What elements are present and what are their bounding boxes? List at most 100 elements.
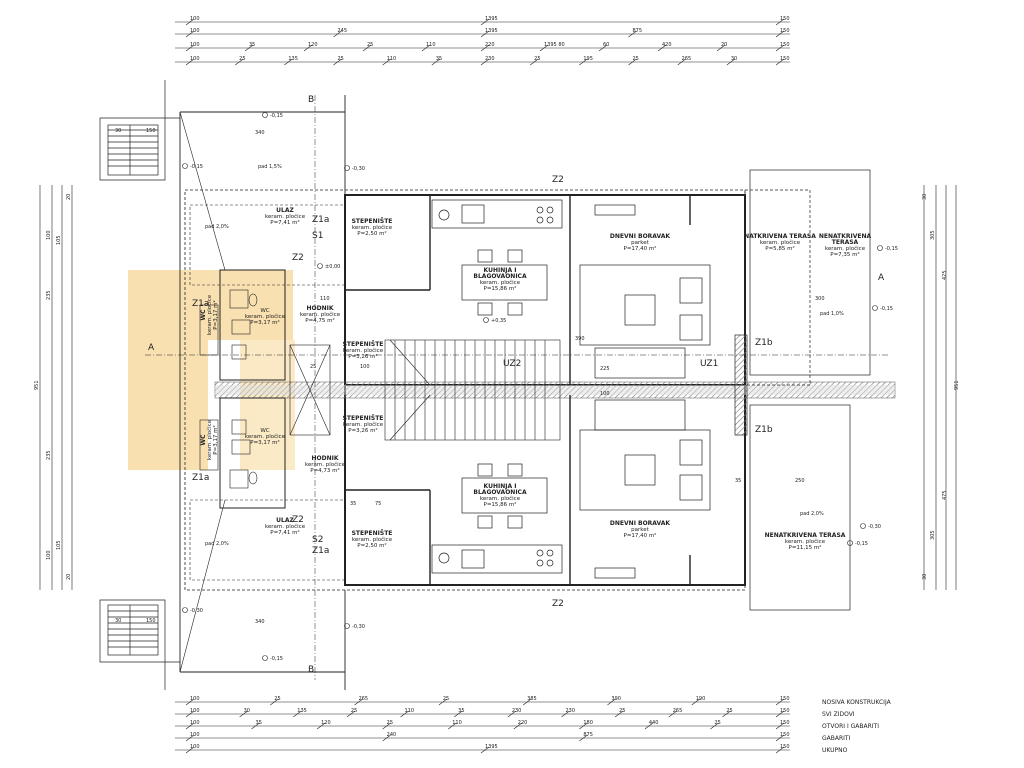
- dim-label: 150: [780, 16, 790, 22]
- dim-label: 390: [611, 696, 621, 702]
- dim-label: 305: [930, 530, 936, 540]
- dim-label: 30: [922, 194, 928, 200]
- left-dimension-labels: 951 100 235 235 100 105 105 20 20: [34, 194, 72, 580]
- dim-tick: [185, 18, 195, 26]
- room-label: keram. pločice: [300, 311, 341, 318]
- dim-label: 35: [436, 56, 442, 62]
- dim-tick: [185, 722, 195, 730]
- room-label: NENATKRIVENA TERASA: [765, 532, 846, 539]
- room-label: STEPENIŠTE: [343, 341, 384, 348]
- dim-label: 1395: [485, 28, 498, 34]
- dim-tick: [507, 710, 516, 718]
- dim-tick: [185, 746, 195, 754]
- dim-tick: [185, 734, 195, 742]
- dim-tick: [431, 58, 441, 66]
- dim-tick: [775, 18, 785, 26]
- room-label: BLAGOVAONICA: [473, 273, 527, 280]
- room-label: P=15,86 m²: [484, 501, 517, 508]
- room-label: P=17,40 m²: [624, 245, 657, 252]
- dim-tick: [668, 710, 677, 718]
- dim-label: 120: [321, 720, 331, 726]
- dim-label: 25: [367, 42, 373, 48]
- dim-label: 305: [930, 230, 936, 240]
- dim-label: 190: [696, 696, 706, 702]
- interior-walls: [345, 195, 691, 585]
- level-marker-icon: [262, 112, 268, 118]
- dim-label: 951: [34, 380, 40, 390]
- room-label: P=3,26 m²: [348, 353, 377, 360]
- dim-tick: [710, 722, 719, 730]
- level-mark: -0,15: [190, 164, 203, 170]
- dim-tick: [354, 698, 363, 706]
- dim-label: 20: [66, 194, 72, 200]
- dim-tick: [775, 30, 785, 38]
- dim-tick: [775, 44, 785, 52]
- dim-tick: [362, 44, 372, 52]
- dim-label: 75: [375, 501, 381, 507]
- section-tag: Z2: [292, 253, 304, 263]
- dim-label: 150: [780, 708, 790, 714]
- slope-label: pad 1,5%: [258, 164, 282, 170]
- room-label: WC: [260, 428, 269, 434]
- room-label: P=17,40 m²: [624, 532, 657, 539]
- section-tag: Z2: [552, 175, 564, 185]
- section-tag: Z2: [292, 515, 304, 525]
- dim-tick: [522, 698, 532, 706]
- dim-label: 245: [338, 28, 348, 34]
- dim-tick: [657, 44, 667, 52]
- room-label: keram. pločice: [265, 213, 306, 220]
- dim-label: 105: [56, 235, 62, 245]
- level-mark: -0,15: [885, 246, 898, 252]
- room-label: P=2,50 m²: [357, 230, 386, 237]
- dim-tick: [716, 44, 726, 52]
- level-marker-icon: [860, 523, 866, 529]
- room-label: keram. pločice: [206, 294, 213, 335]
- dim-tick: [185, 30, 195, 38]
- dim-label: 100: [46, 230, 52, 240]
- dim-label: 25: [387, 720, 393, 726]
- dim-tick: [234, 58, 244, 66]
- dim-label: 340: [255, 619, 265, 625]
- dim-tick: [333, 30, 342, 38]
- central-staircase: [289, 339, 561, 441]
- room-label: STEPENIŠTE: [352, 218, 393, 225]
- dim-tick: [628, 58, 637, 66]
- room-label: DNEVNI BORAVAK: [610, 233, 670, 240]
- dim-label: 30: [922, 574, 928, 580]
- dim-label: 150: [780, 744, 790, 750]
- legend-item: SVI ZIDOVI: [822, 711, 855, 718]
- dim-label: 150: [780, 56, 790, 62]
- section-tag: UZ1: [700, 359, 718, 369]
- level-marker-icon: [182, 163, 188, 169]
- legend-item: UKUPNO: [822, 747, 848, 754]
- dim-label: 150: [146, 618, 156, 624]
- section-tag: Z1a: [192, 473, 209, 483]
- dim-label: 25: [274, 696, 280, 702]
- dim-label: 110: [387, 56, 397, 62]
- level-mark: -0,15: [270, 656, 283, 662]
- room-label: keram. pločice: [480, 495, 521, 502]
- dim-label: 100: [600, 391, 610, 397]
- dim-label: 30: [115, 618, 121, 624]
- slope-label: pad 1,0%: [820, 311, 844, 317]
- level-marker-icon: [317, 263, 323, 269]
- dim-label: 195: [583, 56, 593, 62]
- room-label: WC: [200, 434, 207, 446]
- dim-tick: [244, 44, 254, 52]
- room-label: P=15,86 m²: [484, 285, 517, 292]
- dim-label: 340: [255, 130, 265, 136]
- dim-label: 30: [115, 128, 121, 134]
- dim-tick: [284, 58, 293, 66]
- dim-label: 25: [633, 56, 639, 62]
- kitchen-top: [431, 199, 563, 316]
- dim-label: 35: [249, 42, 255, 48]
- dim-label: 25: [239, 56, 245, 62]
- section-tag: Z1a: [192, 299, 209, 309]
- dim-label: 105: [56, 540, 62, 550]
- room-label: P=4,73 m²: [310, 467, 339, 474]
- dim-tick: [185, 710, 195, 718]
- dim-label: 25: [726, 708, 732, 714]
- dim-label: 265: [673, 708, 683, 714]
- dim-tick: [270, 698, 279, 706]
- dim-label: 100: [190, 56, 200, 62]
